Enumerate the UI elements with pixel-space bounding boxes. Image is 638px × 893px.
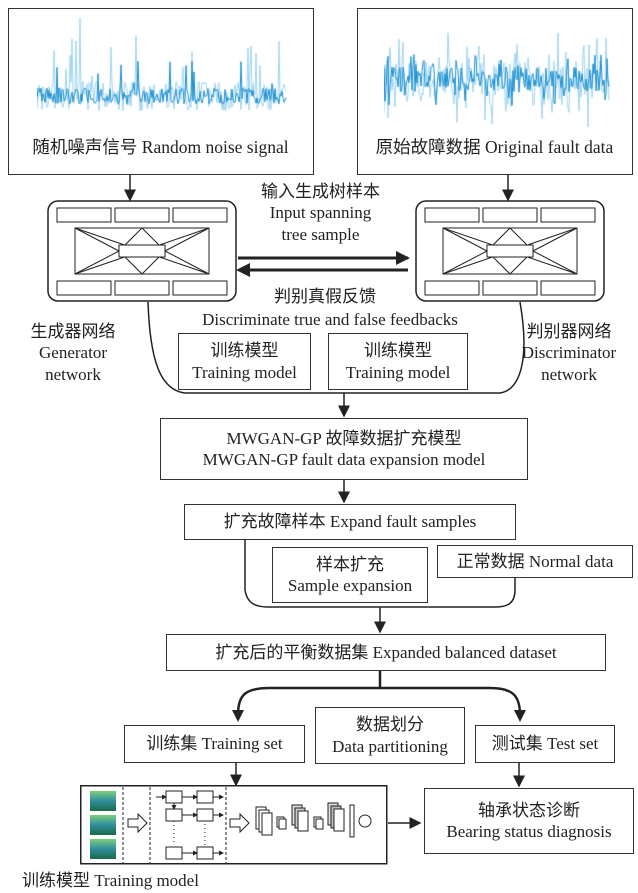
expand-fault-samples-label: 扩充故障样本 Expand fault samples: [223, 512, 477, 532]
balanced-dataset-box: 扩充后的平衡数据集 Expanded balanced dataset: [166, 634, 606, 671]
normal-data-box: 正常数据 Normal data: [437, 545, 633, 578]
expand-fault-samples-box: 扩充故障样本 Expand fault samples: [184, 504, 516, 540]
balanced-dataset-label: 扩充后的平衡数据集 Expanded balanced dataset: [215, 642, 557, 662]
generator-caption-en2: network: [45, 364, 101, 384]
training-set-box: 训练集 Training set: [124, 725, 305, 763]
split-curve: [236, 686, 522, 716]
input-label-en2: tree sample: [281, 224, 360, 244]
training-model-caption: 训练模型 Training model: [22, 871, 199, 890]
training-right-cn: 训练模型: [364, 341, 432, 361]
test-set-label: 测试集 Test set: [491, 734, 599, 754]
input-label-cn: 输入生成树样本: [261, 182, 380, 202]
feedback-label-cn: 判别真假反馈: [274, 287, 376, 306]
bearing-diagnosis-en: Bearing status diagnosis: [446, 822, 612, 841]
merge-bracket-top: [147, 301, 525, 394]
generator-caption-en1: Generator: [39, 343, 107, 363]
merge-bracket-mid: [244, 540, 516, 608]
fault-panel: 原始故障数据 Original fault data: [357, 8, 633, 175]
noise-waveform: [37, 17, 287, 127]
noise-panel: 随机噪声信号 Random noise signal: [8, 8, 314, 175]
data-partitioning-en: Data partitioning: [332, 736, 448, 756]
generator-caption-cn: 生成器网络: [30, 322, 116, 342]
sample-expansion-en: Sample expansion: [287, 576, 413, 595]
data-partitioning-cn: 数据划分: [356, 715, 424, 735]
discriminator-caption-en1: Discriminator: [521, 343, 617, 363]
test-set-box: 测试集 Test set: [475, 725, 615, 763]
discriminator-network-block: [415, 200, 605, 302]
training-model-box-left: 训练模型 Training model: [178, 333, 311, 390]
bearing-diagnosis-cn: 轴承状态诊断: [478, 800, 580, 820]
generator-network-block: [47, 200, 237, 302]
mwgan-cn: MWGAN-GP 故障数据扩充模型: [226, 428, 462, 448]
generator-caption: 生成器网络 Generator network: [14, 318, 132, 388]
cnn-feature-maps: [255, 802, 372, 838]
mwgan-en: MWGAN-GP fault data expansion model: [202, 450, 486, 469]
discriminator-caption: 判别器网络 Discriminator network: [505, 318, 633, 388]
normal-data-label: 正常数据 Normal data: [456, 551, 614, 571]
training-left-cn: 训练模型: [210, 341, 279, 361]
discriminator-caption-en2: network: [541, 364, 597, 384]
training-set-label: 训练集 Training set: [146, 734, 283, 754]
bearing-diagnosis-box: 轴承状态诊断 Bearing status diagnosis: [424, 788, 634, 854]
training-model-illustration: [80, 785, 388, 865]
discriminator-caption-cn: 判别器网络: [526, 322, 612, 342]
sample-expansion-cn: 样本扩充: [316, 554, 384, 574]
training-model-box-right: 训练模型 Training model: [328, 333, 468, 390]
input-spanning-label: 输入生成树样本 Input spanning tree sample: [238, 180, 403, 246]
fault-label: 原始故障数据 Original fault data: [375, 137, 614, 157]
sample-expansion-box: 样本扩充 Sample expansion: [272, 547, 428, 603]
feedback-label-en: Discriminate true and false feedbacks: [202, 310, 458, 329]
mwgan-model-box: MWGAN-GP 故障数据扩充模型 MWGAN-GP fault data ex…: [160, 418, 528, 480]
fault-waveform: [384, 19, 610, 129]
data-partitioning-box: 数据划分 Data partitioning: [315, 707, 465, 764]
training-left-en: Training model: [192, 362, 297, 382]
input-label-en1: Input spanning: [269, 203, 372, 223]
noise-label: 随机噪声信号 Random noise signal: [32, 137, 289, 157]
training-right-en: Training model: [345, 362, 451, 382]
